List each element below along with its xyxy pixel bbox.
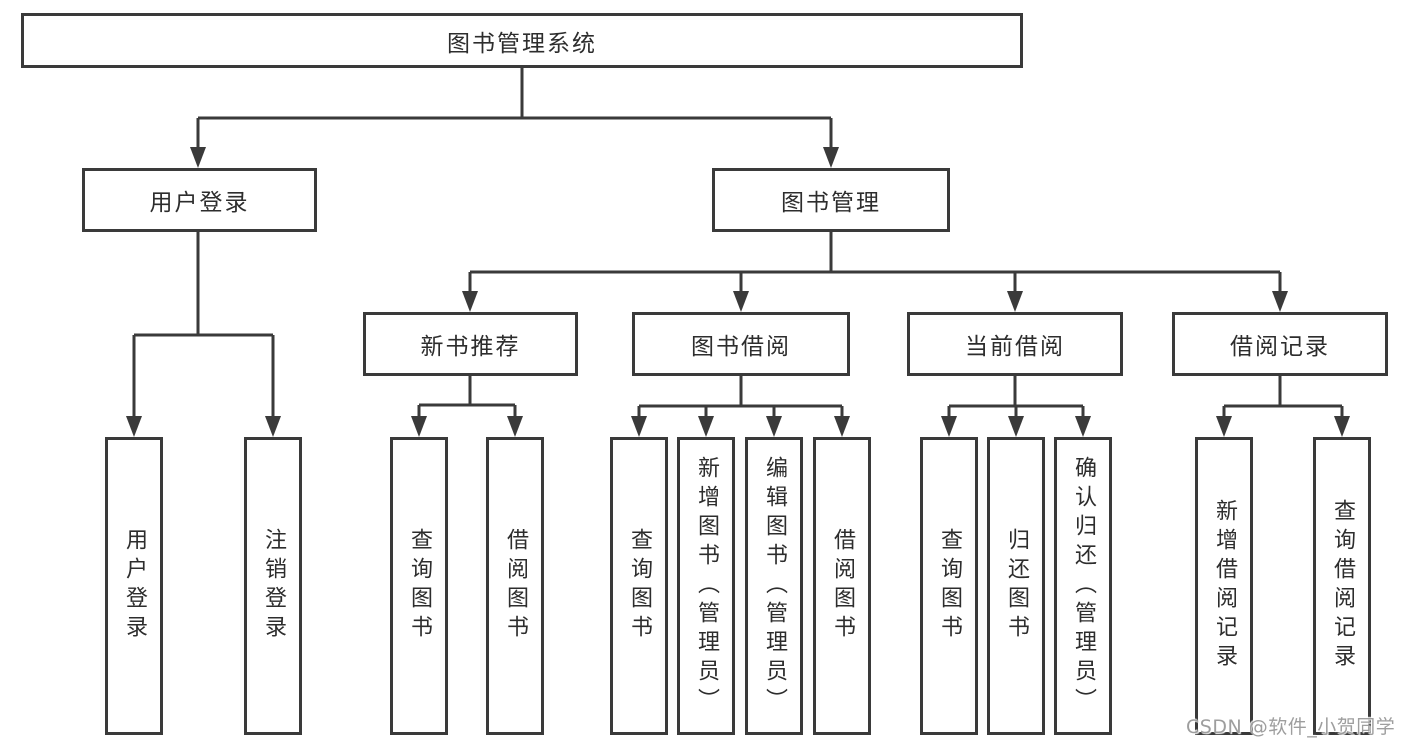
leaf-borrow-books-borrowing-label: 借阅图书 [830,528,855,644]
leaf-return-books: 归还图书 [987,437,1045,735]
leaf-query-books-current: 查询图书 [920,437,978,735]
leaf-borrow-books-borrowing: 借阅图书 [813,437,871,735]
leaf-query-books-recommend: 查询图书 [390,437,448,735]
leaf-logout-login-label: 注销登录 [261,528,286,644]
node-book-borrowing-label: 图书借阅 [691,334,791,360]
leaf-edit-book-admin: 编辑图书（管理员） [745,437,803,735]
leaf-query-books-recommend-label: 查询图书 [407,528,432,644]
node-current-borrowing-label: 当前借阅 [965,334,1065,360]
leaf-logout-login: 注销登录 [244,437,302,735]
leaf-query-borrow-record: 查询借阅记录 [1313,437,1371,735]
leaf-edit-book-admin-label: 编辑图书（管理员） [762,455,787,717]
leaf-return-books-label: 归还图书 [1004,528,1029,644]
node-new-book-recommendation: 新书推荐 [363,312,578,376]
leaf-query-books-current-label: 查询图书 [937,528,962,644]
leaf-add-borrow-record-label: 新增借阅记录 [1212,499,1237,673]
node-borrowing-records-label: 借阅记录 [1230,334,1330,360]
node-new-book-recommendation-label: 新书推荐 [420,334,521,360]
leaf-user-login: 用户登录 [105,437,163,735]
leaf-add-borrow-record: 新增借阅记录 [1195,437,1253,735]
leaf-query-books-borrowing-label: 查询图书 [627,528,652,644]
node-root-system: 图书管理系统 [21,13,1023,68]
node-user-login-label: 用户登录 [149,190,250,216]
node-book-borrowing: 图书借阅 [632,312,850,376]
connector-paths [132,68,1344,421]
node-root-system-label: 图书管理系统 [447,30,597,57]
leaf-add-book-admin: 新增图书（管理员） [677,437,735,735]
leaf-user-login-label: 用户登录 [122,528,147,644]
leaf-confirm-return-admin: 确认归还（管理员） [1054,437,1112,735]
leaf-query-books-borrowing: 查询图书 [610,437,668,735]
node-book-management: 图书管理 [712,168,950,232]
node-current-borrowing: 当前借阅 [907,312,1123,376]
node-book-management-label: 图书管理 [781,190,881,216]
leaf-confirm-return-admin-label: 确认归还（管理员） [1071,455,1096,717]
leaf-borrow-books-recommend: 借阅图书 [486,437,544,735]
leaf-query-borrow-record-label: 查询借阅记录 [1330,499,1355,673]
node-borrowing-records: 借阅记录 [1172,312,1388,376]
node-user-login: 用户登录 [82,168,317,232]
watermark: CSDN @软件_小贺同学 [1186,716,1396,738]
leaf-borrow-books-recommend-label: 借阅图书 [503,528,528,644]
arrowheads [126,147,1350,437]
leaf-add-book-admin-label: 新增图书（管理员） [694,455,719,717]
